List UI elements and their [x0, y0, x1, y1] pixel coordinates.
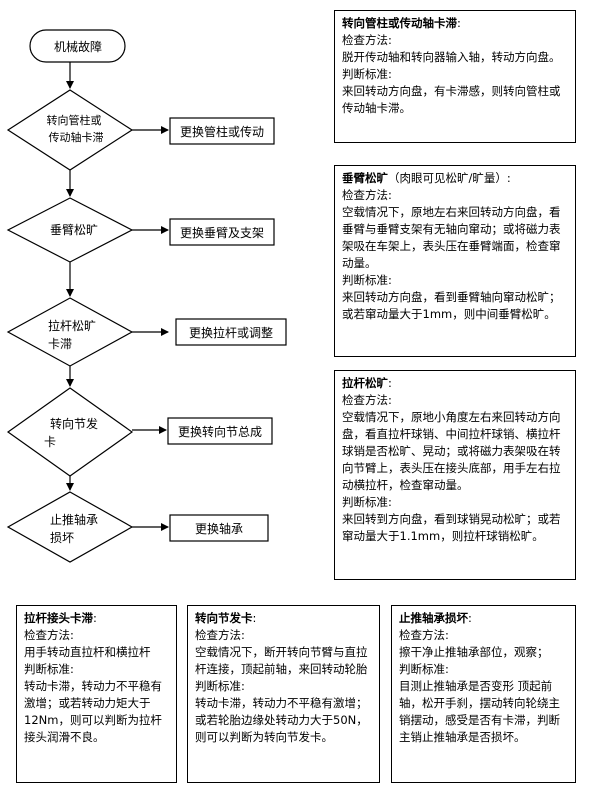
start-terminal: [29, 29, 126, 63]
note-steering-column-judge-text: 来回转动方向盘，有卡滞感，则转向管柱或传动轴卡滞。: [342, 84, 561, 115]
decision-tie-rod-loose-line2: 卡滞: [48, 337, 72, 351]
note-tie-rod-joint-check-label: 检查方法:: [24, 628, 74, 642]
action-replace-column-label: 更换管柱或传动: [180, 124, 264, 139]
action-replace-pitman-arm: [169, 218, 275, 246]
note-thrust-bearing-judge-text: 目测止推轴承是否变形 顶起前轴，松开手刹，摆动转向轮绕主销摆动，感受是否有卡滞，…: [399, 679, 560, 744]
action-replace-column: [169, 117, 275, 145]
note-steering-column: 转向管柱或传动轴卡滞: 检查方法: 脱开传动轴和转向器输入轴，转动方向盘。 判断…: [334, 10, 576, 143]
note-pitman-arm-judge-text: 来回转动方向盘，看到垂臂轴向窜动松旷；或若窜动量大于1mm，则中间垂臂松旷。: [342, 290, 561, 321]
decision-thrust-bearing-line2: 损坏: [50, 531, 74, 545]
decision-thrust-bearing: [6, 491, 134, 563]
decision-pitman-arm: [6, 197, 134, 263]
action-replace-knuckle: [167, 417, 273, 445]
decision-steering-column: [6, 89, 134, 171]
note-knuckle-check-label: 检查方法:: [195, 628, 245, 642]
note-thrust-bearing-judge-label: 判断标准:: [399, 662, 449, 676]
note-tie-rod-joint-check-text: 用手转动直拉杆和横拉杆: [24, 645, 151, 659]
decision-knuckle-line2: 卡: [44, 435, 56, 449]
note-knuckle-check-text: 空载情况下，断开转向节臂与直拉杆连接，顶起前轴，来回转动轮胎: [195, 645, 368, 676]
action-replace-knuckle-label: 更换转向节总成: [178, 424, 262, 439]
decision-pitman-arm-line1: 垂臂松旷: [50, 223, 98, 237]
note-tie-rod-loose: 拉杆松旷: 检查方法: 空载情况下，原地小角度左右来回转动方向盘，看直拉杆球销、…: [334, 370, 576, 580]
note-thrust-bearing-title: 止推轴承损坏:: [399, 611, 472, 625]
note-steering-column-check-text: 脱开传动轴和转向器输入轴，转动方向盘。: [342, 50, 561, 64]
note-knuckle-judge-text: 转动卡滞，转动力不平稳有激增；或若轮胎边缘处转动力大于50N，则可以判断为转向节…: [195, 696, 368, 744]
decision-steering-column-line2: 传动轴卡滞: [49, 130, 104, 144]
decision-tie-rod-loose: [6, 297, 134, 367]
note-tie-rod-loose-judge-label: 判断标准:: [342, 495, 392, 509]
note-knuckle-title: 转向节发卡:: [195, 611, 257, 625]
note-pitman-arm-check-text: 空载情况下，原地左右来回转动方向盘，看垂臂与垂臂支架有无轴向窜动；或将磁力表架吸…: [342, 205, 561, 270]
action-replace-pitman-arm-label: 更换垂臂及支架: [180, 226, 264, 240]
note-tie-rod-joint-title: 拉杆接头卡滞:: [24, 611, 97, 625]
note-pitman-arm-judge-label: 判断标准:: [342, 273, 392, 287]
note-tie-rod-joint: 拉杆接头卡滞: 检查方法: 用手转动直拉杆和横拉杆 判断标准: 转动卡滞，转动力…: [16, 605, 177, 783]
note-steering-column-title: 转向管柱或传动轴卡滞:: [342, 16, 461, 30]
note-tie-rod-joint-judge-label: 判断标准:: [24, 662, 74, 676]
note-knuckle: 转向节发卡: 检查方法: 空载情况下，断开转向节臂与直拉杆连接，顶起前轴，来回转…: [187, 605, 380, 783]
note-thrust-bearing: 止推轴承损坏: 检查方法: 擦干净止推轴承部位，观察； 判断标准: 目测止推轴承…: [391, 605, 576, 783]
note-tie-rod-loose-judge-text: 来回转到方向盘，看到球销晃动松旷；或若窜动量大于1.1mm，则拉杆球销松旷。: [342, 512, 561, 543]
note-pitman-arm: 垂臂松旷（肉眼可见松旷/旷量）: 检查方法: 空载情况下，原地左右来回转动方向盘…: [334, 165, 576, 357]
note-steering-column-judge-label: 判断标准:: [342, 67, 392, 81]
decision-thrust-bearing-line1: 止推轴承: [50, 512, 98, 527]
decision-tie-rod-loose-line1: 拉杆松旷: [48, 318, 96, 333]
action-replace-tie-rod-label: 更换拉杆或调整: [189, 325, 273, 340]
start-label: 机械故障: [54, 39, 102, 54]
decision-knuckle: [6, 387, 134, 477]
note-tie-rod-loose-check-text: 空载情况下，原地小角度左右来回转动方向盘，看直拉杆球销、中间拉杆球销、横拉杆球销…: [342, 410, 561, 492]
action-replace-bearing: [169, 514, 269, 542]
action-replace-tie-rod: [175, 318, 287, 346]
decision-knuckle-line1: 转向节发: [50, 416, 98, 431]
note-thrust-bearing-check-text: 擦干净止推轴承部位，观察；: [399, 645, 549, 659]
decision-steering-column-line1: 转向管柱或: [47, 113, 102, 127]
note-pitman-arm-check-label: 检查方法:: [342, 188, 392, 202]
action-replace-bearing-label: 更换轴承: [195, 521, 243, 536]
note-thrust-bearing-check-label: 检查方法:: [399, 628, 449, 642]
note-steering-column-check-label: 检查方法:: [342, 33, 392, 47]
note-pitman-arm-title: 垂臂松旷（肉眼可见松旷/旷量）:: [342, 171, 511, 185]
note-tie-rod-loose-check-label: 检查方法:: [342, 393, 392, 407]
note-tie-rod-loose-title: 拉杆松旷:: [342, 376, 392, 390]
note-tie-rod-joint-judge-text: 转动卡滞，转动力不平稳有激增；或若转动力矩大于12Nm，则可以判断为拉杆接头润滑…: [24, 679, 162, 744]
note-knuckle-judge-label: 判断标准:: [195, 679, 245, 693]
